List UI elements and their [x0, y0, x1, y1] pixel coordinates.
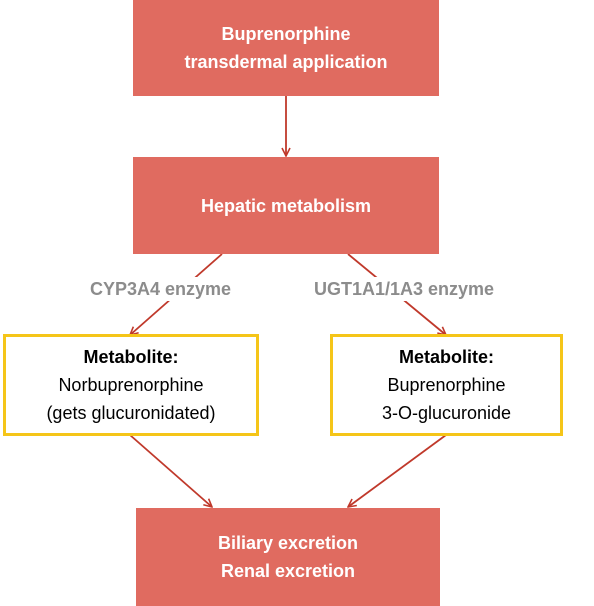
node-line: 3-O-glucuronide	[381, 403, 512, 423]
enzyme-label-cyp3a4: CYP3A4 enzyme	[84, 277, 238, 301]
node-metabolite-glucuronide: Metabolite: Buprenorphine 3-O-glucuronid…	[330, 334, 563, 436]
node-line: Norbuprenorphine	[58, 375, 204, 395]
node-line: Buprenorphine	[387, 375, 506, 395]
node-line: Renal excretion	[220, 561, 356, 581]
node-line: Buprenorphine	[221, 24, 351, 44]
arrow-right-metabolite-to-excretion	[348, 434, 447, 507]
node-line: Hepatic metabolism	[200, 195, 372, 216]
node-hepatic-metabolism: Hepatic metabolism	[133, 157, 439, 254]
enzyme-label-ugt1a1: UGT1A1/1A3 enzyme	[308, 277, 501, 301]
node-line: Biliary excretion	[217, 533, 359, 553]
node-metabolite-norbuprenorphine: Metabolite: Norbuprenorphine (gets glucu…	[3, 334, 259, 436]
node-line: (gets glucuronidated)	[46, 403, 216, 423]
node-buprenorphine-application: Buprenorphine transdermal application	[133, 0, 439, 96]
node-excretion: Biliary excretion Renal excretion	[136, 508, 440, 606]
metabolite-header: Metabolite:	[83, 347, 179, 367]
metabolite-header: Metabolite:	[398, 347, 494, 367]
node-line: transdermal application	[184, 52, 388, 72]
arrow-left-metabolite-to-excretion	[129, 434, 212, 507]
